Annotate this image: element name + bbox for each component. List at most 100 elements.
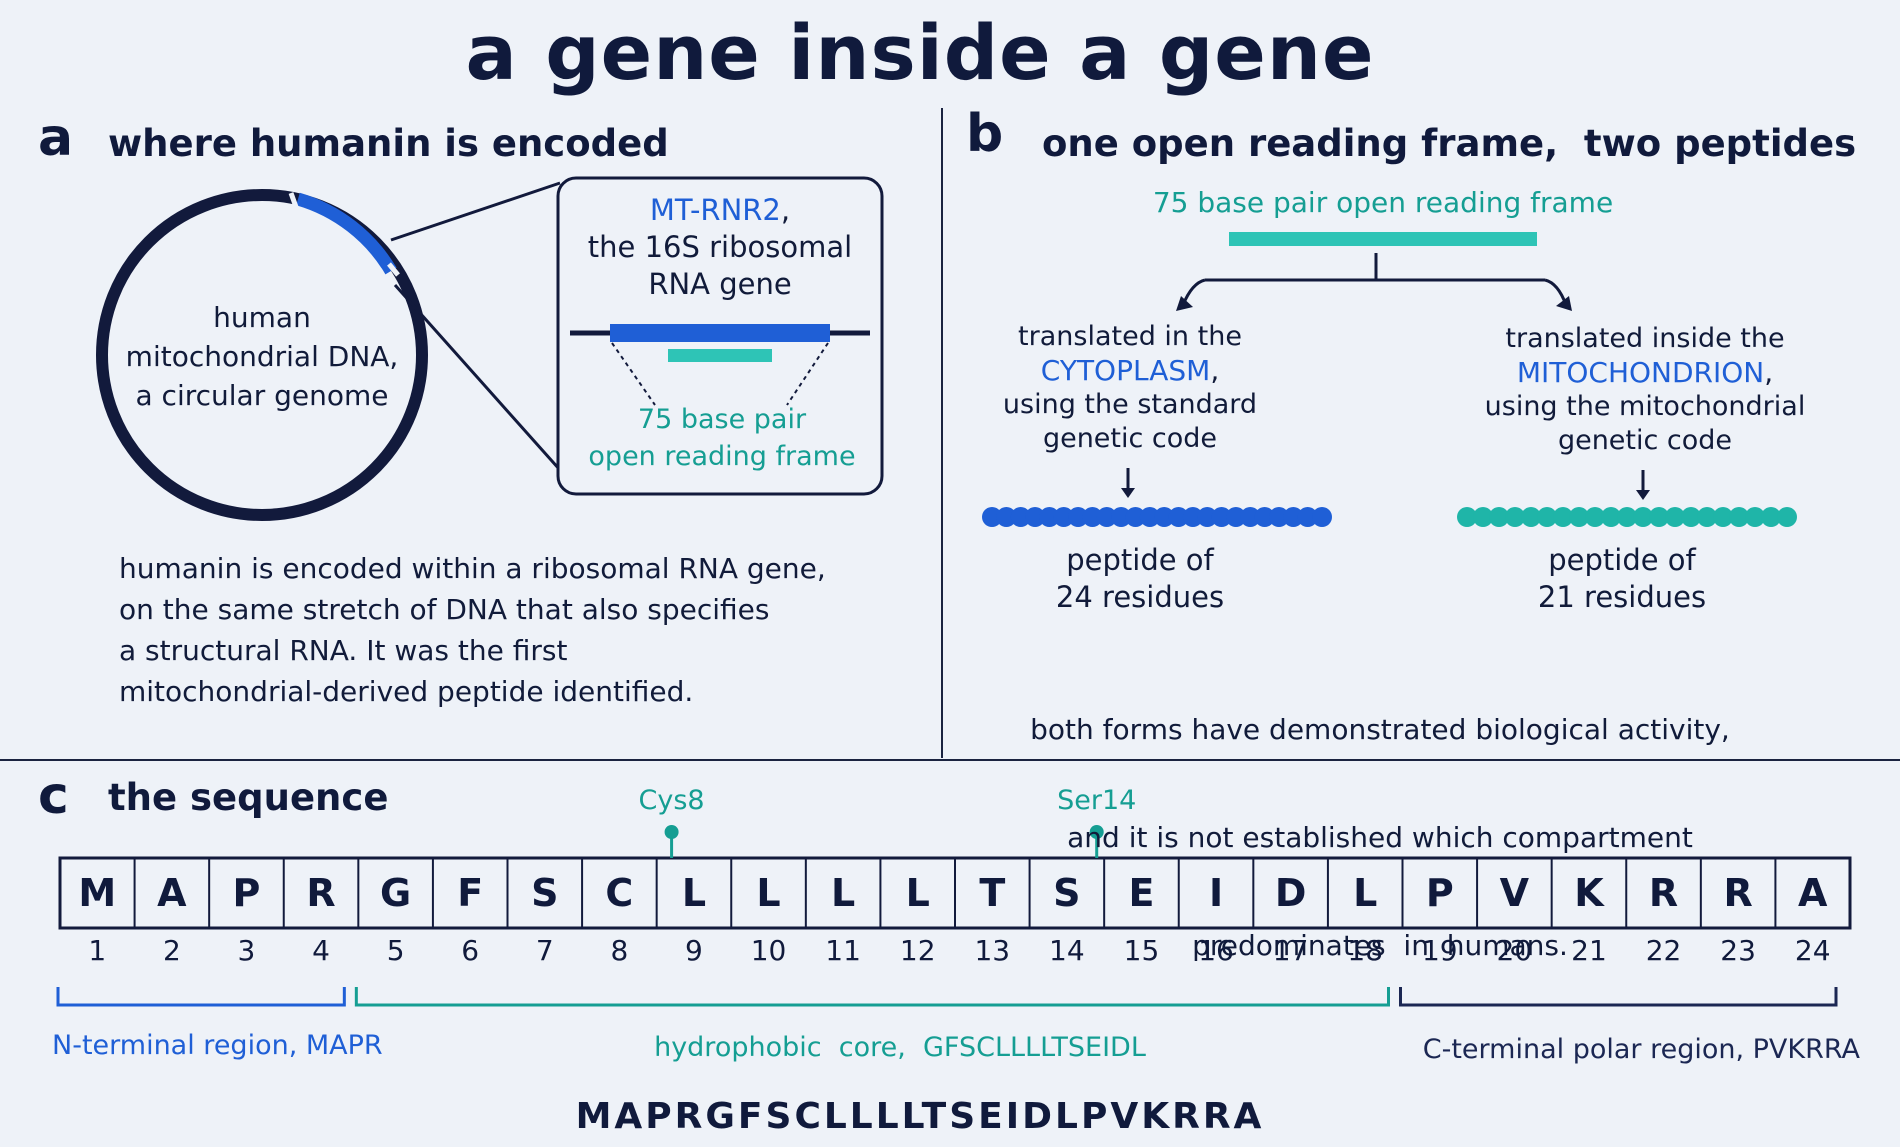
inset-gene-label: MT-RNR2, the 16S ribosomal RNA gene	[560, 192, 880, 303]
residue-cell: P	[232, 871, 261, 915]
mitochondrion-bead	[1777, 507, 1797, 527]
mitochondrion-line-4: genetic code	[1557, 425, 1733, 456]
residue-cell: I	[1208, 871, 1224, 915]
mitochondrion-bead	[1633, 507, 1653, 527]
residue-cell: E	[1128, 871, 1155, 915]
mitochondrion-line-1: translated inside the	[1505, 323, 1785, 354]
mitochondrion-bead	[1601, 507, 1621, 527]
panel-c-letter: c	[38, 766, 69, 826]
residue-number: 19	[1421, 934, 1458, 967]
residue-cell: L	[831, 871, 856, 915]
left-down-arrowhead	[1121, 488, 1135, 498]
residue-number: 13	[974, 934, 1011, 967]
mitochondrion-compartment: MITOCHONDRION	[1516, 356, 1765, 389]
panel-a-letter: a	[38, 108, 74, 168]
cytoplasm-bead	[982, 507, 1002, 527]
residue-number: 10	[750, 934, 787, 967]
footer-line-3: predominates in humans.	[1192, 929, 1568, 962]
caption-line-3: a structural RNA. It was the first	[119, 634, 568, 667]
residue-number: 3	[237, 934, 256, 967]
mitochondrion-bead	[1713, 507, 1733, 527]
residue-number: 21	[1571, 934, 1607, 967]
residue-number: 2	[162, 934, 181, 967]
residue-cell: R	[1723, 871, 1753, 915]
cytoplasm-result: peptide of 24 residues	[1000, 542, 1280, 616]
cytoplasm-comma: ,	[1210, 354, 1220, 387]
cytoplasm-bead	[1297, 507, 1318, 527]
region-bracket	[56, 987, 346, 1007]
cytoplasm-label: translated in the CYTOPLASM, using the s…	[960, 320, 1300, 456]
residue-cell: A	[157, 871, 187, 915]
residue-cell: L	[756, 871, 781, 915]
gene-name: MT-RNR2	[649, 193, 781, 227]
cytoplasm-bead	[1240, 507, 1261, 527]
residue-cell: R	[306, 871, 336, 915]
cytoplasm-bead	[1025, 507, 1046, 527]
residue-cell: F	[457, 871, 484, 915]
mitochondrion-bead	[1537, 507, 1557, 527]
circle-label: human mitochondrial DNA, a circular geno…	[118, 298, 406, 415]
residue-number: 7	[535, 934, 554, 967]
cytoplasm-peptide-beads	[982, 507, 1332, 527]
inset-orf-label: 75 base pair open reading frame	[560, 401, 884, 475]
mitochondrion-bead	[1761, 507, 1781, 527]
cytoplasm-bead	[1039, 507, 1060, 527]
residue-number: 17	[1272, 934, 1309, 967]
cytoplasm-bead	[1182, 507, 1203, 527]
orf-bar	[1229, 232, 1537, 246]
residue-number: 5	[386, 934, 405, 967]
branch-right-arrowhead	[1556, 296, 1572, 311]
residue-cell: D	[1274, 871, 1307, 915]
cytoplasm-bead	[1125, 507, 1146, 527]
figure-title: a gene inside a gene	[465, 8, 1375, 97]
residue-number: 15	[1123, 934, 1160, 967]
cytoplasm-bead	[1268, 507, 1289, 527]
region-bracket	[354, 987, 1390, 1007]
residue-cell: S	[531, 871, 559, 915]
residue-cell: P	[1425, 871, 1454, 915]
residue-number: 6	[461, 934, 480, 967]
marker-dot	[1089, 825, 1104, 839]
region-brackets	[56, 987, 1838, 1007]
cytoplasm-bead	[1111, 507, 1132, 527]
caption-line-4: mitochondrial-derived peptide identified…	[119, 675, 694, 708]
residue-number: 1	[88, 934, 107, 967]
mitochondrion-label: translated inside the MITOCHONDRION, usi…	[1460, 322, 1830, 458]
mitochondrion-bead	[1521, 507, 1541, 527]
caption-line-1: humanin is encoded within a ribosomal RN…	[119, 552, 826, 585]
cytoplasm-line-4: genetic code	[1042, 423, 1218, 454]
cytoplasm-compartment: CYTOPLASM	[1040, 354, 1211, 387]
cytoplasm-bead	[1312, 507, 1332, 527]
right-down-arrowhead	[1636, 490, 1650, 500]
region-label: N-terminal region, MAPR	[52, 1030, 383, 1061]
panel-b-letter: b	[966, 104, 1004, 164]
cytoplasm-bead	[1254, 507, 1275, 527]
mitochondrion-bead	[1681, 507, 1701, 527]
region-bracket	[1399, 987, 1838, 1007]
residue-cell: S	[1053, 871, 1081, 915]
residue-cell: L	[1353, 871, 1378, 915]
cytoplasm-bead	[1010, 507, 1031, 527]
residue-cell: L	[905, 871, 930, 915]
cytoplasm-bead	[1211, 507, 1232, 527]
cytoplasm-bead	[1096, 507, 1117, 527]
residue-number: 9	[685, 934, 703, 967]
mitochondrion-comma: ,	[1764, 356, 1774, 389]
mitochondrion-result: peptide of 21 residues	[1482, 542, 1762, 616]
footer-line-1: both forms have demonstrated biological …	[1030, 713, 1730, 746]
cytoplasm-result-line-2: 24 residues	[1055, 580, 1225, 614]
residue-number: 8	[610, 934, 629, 967]
sequence-cell-dividers	[133, 858, 1777, 928]
arc-gap-end	[387, 262, 400, 277]
cytoplasm-bead	[1053, 507, 1074, 527]
cytoplasm-line-3: using the standard	[1002, 389, 1258, 420]
residue-number: 4	[312, 934, 330, 967]
residue-number: 11	[825, 934, 861, 967]
branch-line	[1205, 253, 1545, 282]
cytoplasm-bead	[1283, 507, 1304, 527]
panel-c-title: the sequence	[108, 776, 389, 819]
cytoplasm-bead	[1154, 507, 1175, 527]
inset-rrna-gene-bar	[610, 324, 830, 342]
cytoplasm-result-line-1: peptide of	[1066, 543, 1214, 577]
